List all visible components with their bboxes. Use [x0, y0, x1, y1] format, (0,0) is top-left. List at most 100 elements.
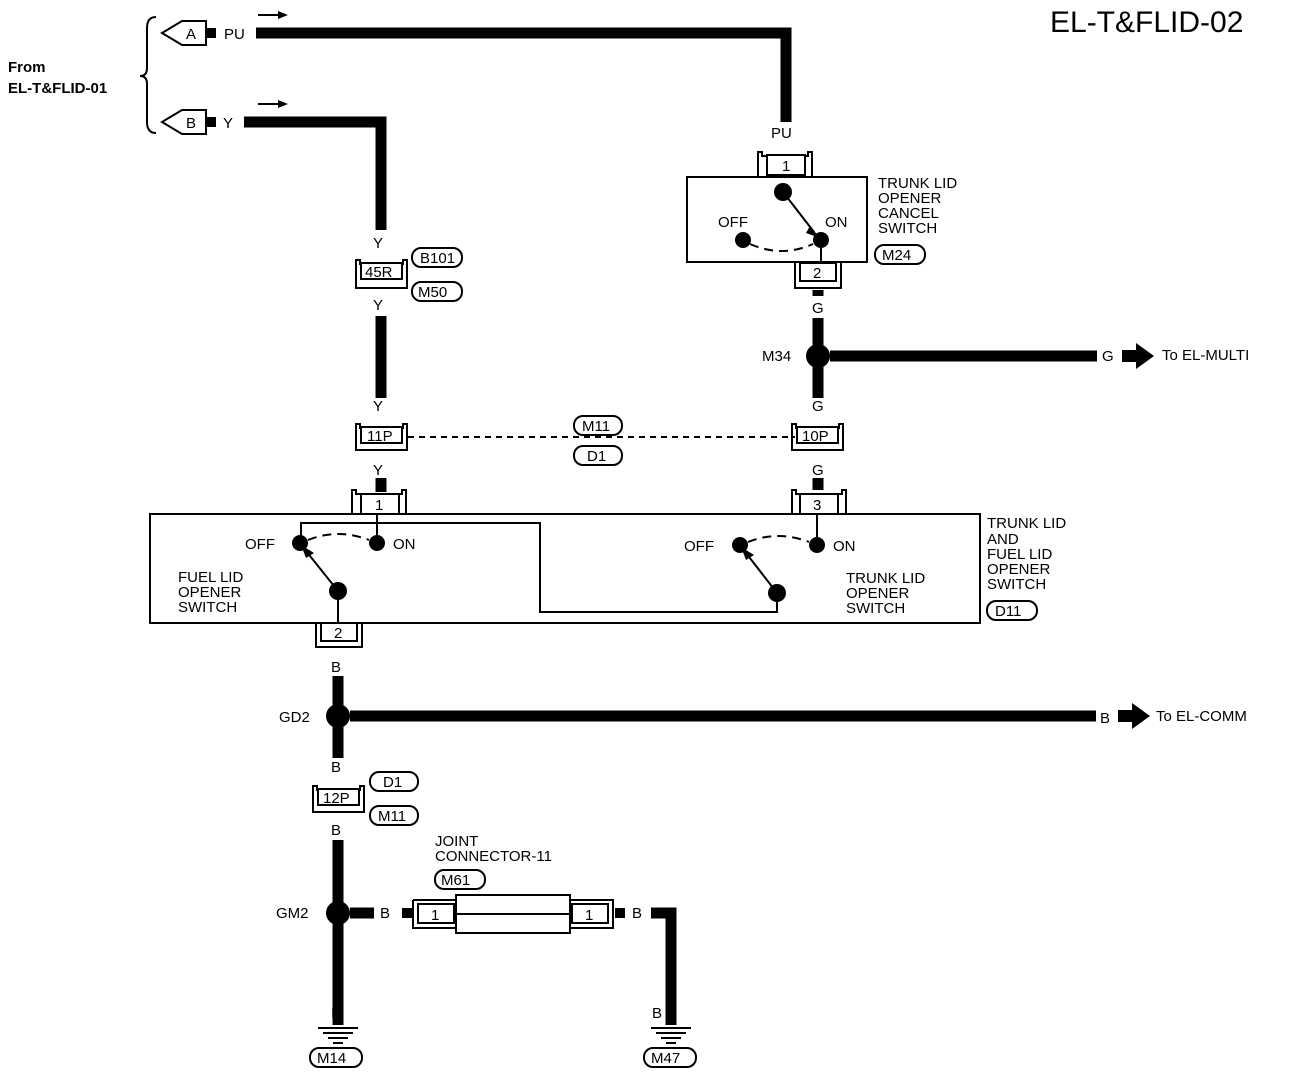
- cancel-switch-name-2: OPENER: [878, 190, 942, 207]
- trunk-switch-name-2: OPENER: [846, 585, 910, 602]
- splice-m34-label: M34: [762, 348, 791, 365]
- tag-m24: [874, 244, 926, 265]
- tag-d1-lower: [369, 771, 419, 792]
- wire-label-pu-a: PU: [224, 26, 245, 43]
- wire-label-g-multi: G: [1102, 348, 1114, 365]
- tag-d11: [986, 600, 1038, 621]
- svg-text:10P: 10P: [802, 428, 829, 445]
- cancel-switch-name-4: SWITCH: [878, 220, 937, 237]
- svg-text:B: B: [186, 115, 196, 132]
- combo-switch-name-4: OPENER: [987, 561, 1051, 578]
- wire-label-b-comm: B: [1100, 710, 1110, 727]
- fuel-switch-lever: [305, 550, 339, 592]
- tag-m14-label: M14: [317, 1050, 346, 1067]
- splice-gd2: [326, 704, 350, 728]
- wire-label-g-2: G: [812, 398, 824, 415]
- wire-label-g-3: G: [812, 462, 824, 479]
- splice-gm2-label: GM2: [276, 905, 309, 922]
- wire-pu: [256, 27, 792, 122]
- source-brace: [139, 16, 157, 134]
- svg-text:3: 3: [813, 497, 821, 514]
- wire-label-y-1: Y: [373, 235, 383, 252]
- wire-label-b-3: B: [331, 822, 341, 839]
- terminal-b: B: [160, 109, 216, 135]
- wire-label-y-b: Y: [223, 115, 233, 132]
- tag-m47: [643, 1047, 697, 1068]
- connector-m24-pin2: 2: [794, 262, 842, 289]
- tag-m47-label: M47: [651, 1050, 680, 1067]
- combo-switch-name-5: SWITCH: [987, 576, 1046, 593]
- wire-label-pu: PU: [771, 125, 792, 142]
- joint-name-2: CONNECTOR-11: [435, 848, 552, 865]
- tag-m50-label: M50: [418, 284, 447, 301]
- terminal-a: A: [160, 20, 216, 46]
- trunk-switch-arrowhead: [741, 547, 754, 560]
- tag-d1: [573, 445, 623, 466]
- source-label-from: From: [8, 59, 46, 76]
- joint-name-1: JOINT: [435, 833, 478, 850]
- tag-d11-label: D11: [995, 603, 1021, 620]
- wire-label-b-gm2-right: B: [380, 905, 390, 922]
- tag-m11: [573, 415, 623, 436]
- tag-b101-label: B101: [420, 250, 455, 267]
- splice-gd2-label: GD2: [279, 709, 310, 726]
- tag-m11-lower: [369, 805, 419, 826]
- fuel-switch-name-3: SWITCH: [178, 599, 237, 616]
- trunk-switch-lever: [745, 552, 778, 594]
- wire-label-b-joint: B: [632, 905, 642, 922]
- wire-label-b-2: B: [331, 759, 341, 776]
- combo-switch-name-1: TRUNK LID: [987, 515, 1066, 532]
- joint-connector: 1 1: [402, 894, 625, 934]
- fuel-switch-name-2: OPENER: [178, 584, 242, 601]
- trunk-switch-on-contact: [809, 537, 825, 553]
- connector-d11-pin2: 2: [315, 622, 363, 648]
- wire-b-to-m47: [651, 907, 677, 1025]
- cancel-switch-lever: [782, 191, 815, 233]
- svg-text:1: 1: [782, 158, 790, 175]
- trunk-switch-name-1: TRUNK LID: [846, 570, 925, 587]
- svg-text:1: 1: [375, 497, 383, 514]
- wire-label-y-4: Y: [373, 462, 383, 479]
- cancel-switch-off-contact: [735, 232, 751, 248]
- arrow-to-multi: [1122, 343, 1154, 369]
- wire-label-g-1: G: [812, 300, 824, 317]
- tag-b101: [411, 247, 463, 268]
- combo-switch-name-2: AND: [987, 531, 1019, 548]
- tag-m14: [309, 1047, 363, 1068]
- combo-switch-name-3: FUEL LID: [987, 546, 1052, 563]
- combo-switch-box: [149, 513, 981, 624]
- splice-m34: [806, 344, 830, 368]
- connector-d11-pin1: 1: [351, 489, 407, 515]
- connector-45r: 45R: [355, 259, 408, 289]
- arrow-to-comm: [1118, 703, 1150, 729]
- wire-label-y-2: Y: [373, 297, 383, 314]
- fuel-switch-arrowhead: [301, 545, 314, 558]
- tag-m61: [434, 869, 486, 890]
- ground-symbol-m47: [651, 1027, 691, 1044]
- connector-11p: 11P: [355, 423, 408, 451]
- connector-12p: 12P: [312, 785, 365, 813]
- cancel-switch-travel-arc: [749, 243, 814, 252]
- trunk-switch-travel-arc: [747, 535, 810, 543]
- splice-gm2: [326, 901, 350, 925]
- svg-text:12P: 12P: [323, 790, 350, 807]
- trunk-switch-name-3: SWITCH: [846, 600, 905, 617]
- tag-d1-lower-label: D1: [383, 774, 402, 791]
- svg-text:2: 2: [334, 625, 342, 642]
- fuel-switch-travel-arc: [307, 533, 370, 541]
- wire-label-b-m47: B: [652, 1005, 662, 1022]
- svg-text:45R: 45R: [365, 264, 393, 281]
- connector-d11-pin3: 3: [791, 489, 847, 515]
- cancel-switch-on-label: ON: [825, 214, 848, 231]
- tag-m50: [411, 281, 463, 302]
- dest-comm: To EL-COMM: [1156, 708, 1247, 725]
- cancel-switch-name-1: TRUNK LID: [878, 175, 957, 192]
- svg-text:1: 1: [585, 907, 593, 924]
- cancel-switch-off-label: OFF: [718, 214, 748, 231]
- fuel-switch-bus: [300, 522, 778, 613]
- tag-m11-lower-label: M11: [378, 808, 406, 825]
- connector-10p: 10P: [791, 423, 844, 451]
- source-label-page: EL-T&FLID-01: [8, 80, 107, 97]
- trunk-switch-off-label: OFF: [684, 538, 714, 555]
